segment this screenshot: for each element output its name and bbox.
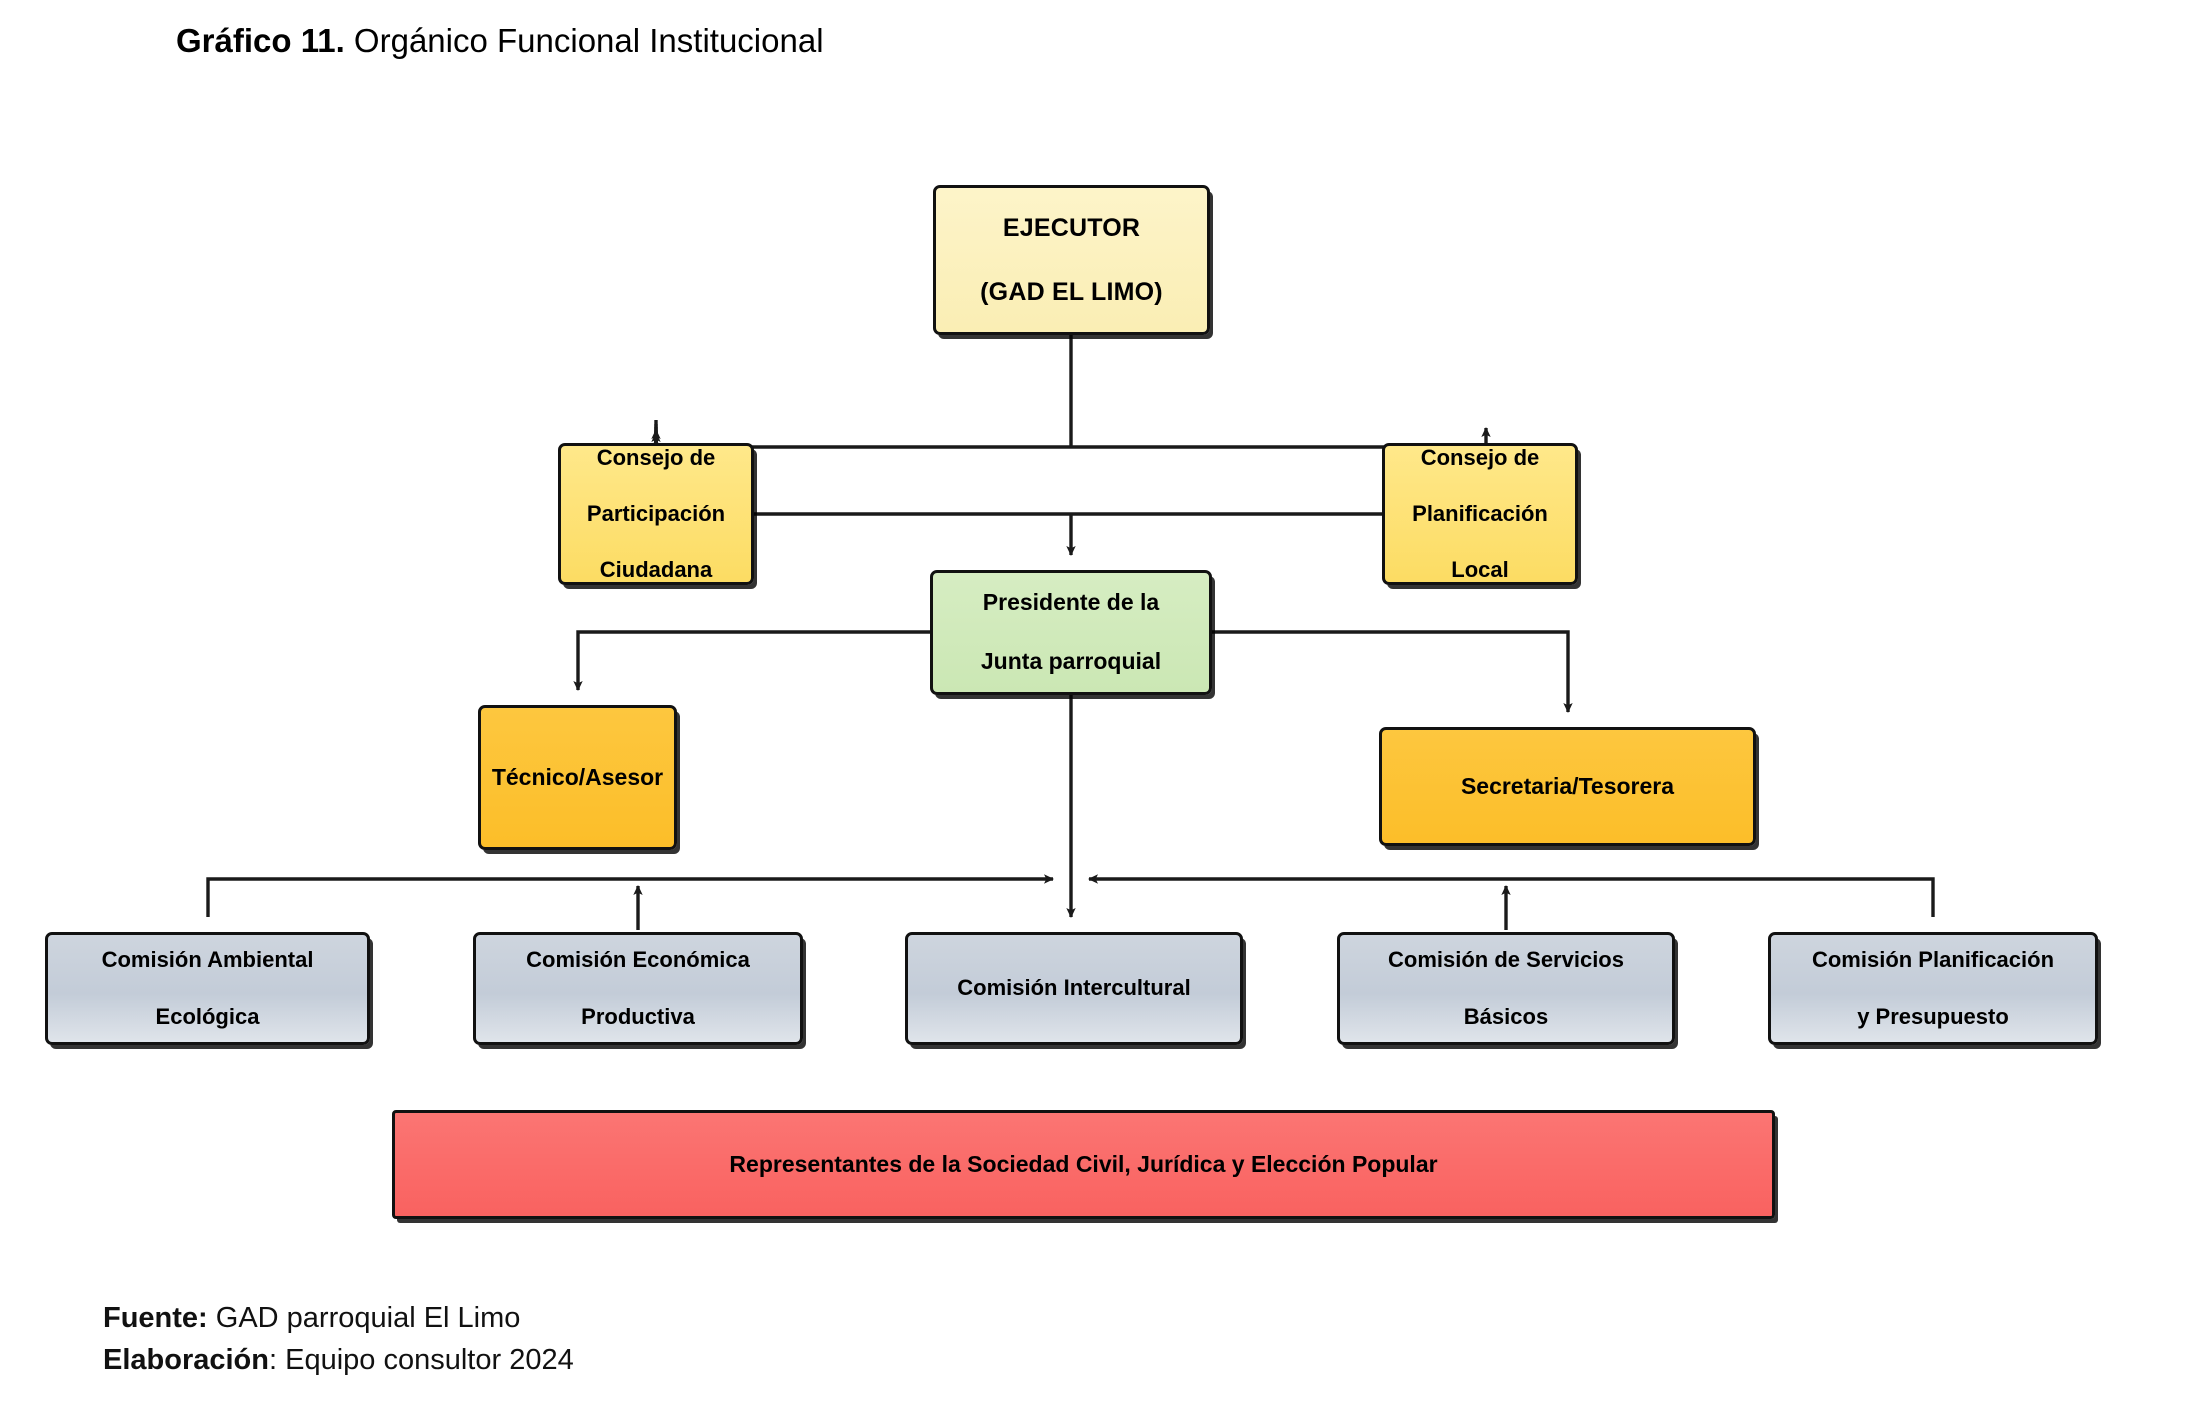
- source-line: Fuente: GAD parroquial El Limo: [103, 1297, 574, 1339]
- node-ejecutor-label: EJECUTOR(GAD EL LIMO): [980, 214, 1163, 306]
- wire-bus-right: [1088, 874, 1935, 917]
- page-title-text: Orgánico Funcional Institucional: [344, 22, 824, 59]
- figure-source-note: Fuente: GAD parroquial El Limo Elaboraci…: [103, 1297, 574, 1381]
- author-value: : Equipo consultor 2024: [269, 1344, 574, 1377]
- node-secretaria-tesorera[interactable]: Secretaria/Tesorera: [1379, 727, 1756, 846]
- node-tecnico-label: Técnico/Asesor: [491, 763, 664, 790]
- wire-president-to-tecnico: [573, 630, 930, 691]
- page-title: Gráfico 11. Orgánico Funcional Instituci…: [176, 22, 824, 60]
- page-title-number: Gráfico 11.: [176, 22, 345, 59]
- node-tecnico-asesor[interactable]: Técnico/Asesor: [478, 705, 677, 850]
- node-representantes-sociedad-civil[interactable]: Representantes de la Sociedad Civil, Jur…: [392, 1110, 1775, 1219]
- source-value: GAD parroquial El Limo: [207, 1302, 521, 1334]
- node-ejecutor[interactable]: EJECUTOR(GAD EL LIMO): [933, 185, 1210, 335]
- node-secretaria-label: Secretaria/Tesorera: [1460, 772, 1675, 799]
- wire-president-to-secretaria: [1212, 630, 1573, 713]
- author-label: Elaboración: [103, 1344, 269, 1377]
- node-comision-3-label: Comisión Intercultural: [957, 975, 1191, 1001]
- source-label: Fuente:: [103, 1302, 208, 1334]
- wire-bus-left: [206, 874, 1054, 917]
- node-representantes-label: Representantes de la Sociedad Civil, Jur…: [729, 1150, 1438, 1177]
- author-line: Elaboración: Equipo consultor 2024: [103, 1339, 574, 1381]
- node-comision-intercultural[interactable]: Comisión Intercultural: [905, 932, 1243, 1045]
